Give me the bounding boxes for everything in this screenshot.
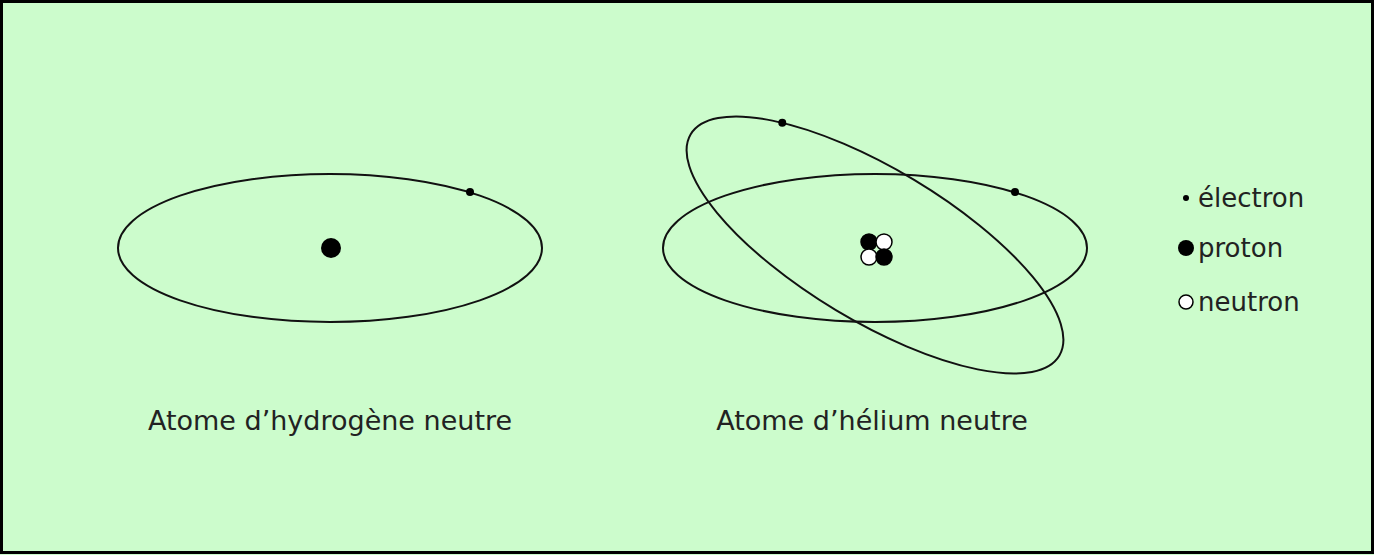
orbit <box>118 174 542 322</box>
electron-symbol <box>1183 195 1189 201</box>
legend-label: électron <box>1198 183 1304 213</box>
legend-label: neutron <box>1198 287 1300 317</box>
electron <box>778 119 786 127</box>
electron <box>466 188 474 196</box>
legend-swatch <box>1176 183 1196 213</box>
proton <box>876 249 892 265</box>
neutron <box>861 249 877 265</box>
orbit <box>663 174 1087 322</box>
proton <box>321 238 341 258</box>
proton <box>861 234 877 250</box>
legend-swatch <box>1176 233 1196 263</box>
neutron <box>876 234 892 250</box>
helium-atom <box>652 69 1099 421</box>
atom-caption: Atome d’hélium neutre <box>716 405 1028 436</box>
hydrogen-atom <box>118 174 542 322</box>
legend-label: proton <box>1198 233 1283 263</box>
atom-caption: Atome d’hydrogène neutre <box>148 405 512 436</box>
orbit <box>652 69 1099 421</box>
electron <box>1011 188 1019 196</box>
neutron-symbol <box>1179 295 1193 309</box>
legend-swatch <box>1176 287 1196 317</box>
proton-symbol <box>1178 240 1194 256</box>
